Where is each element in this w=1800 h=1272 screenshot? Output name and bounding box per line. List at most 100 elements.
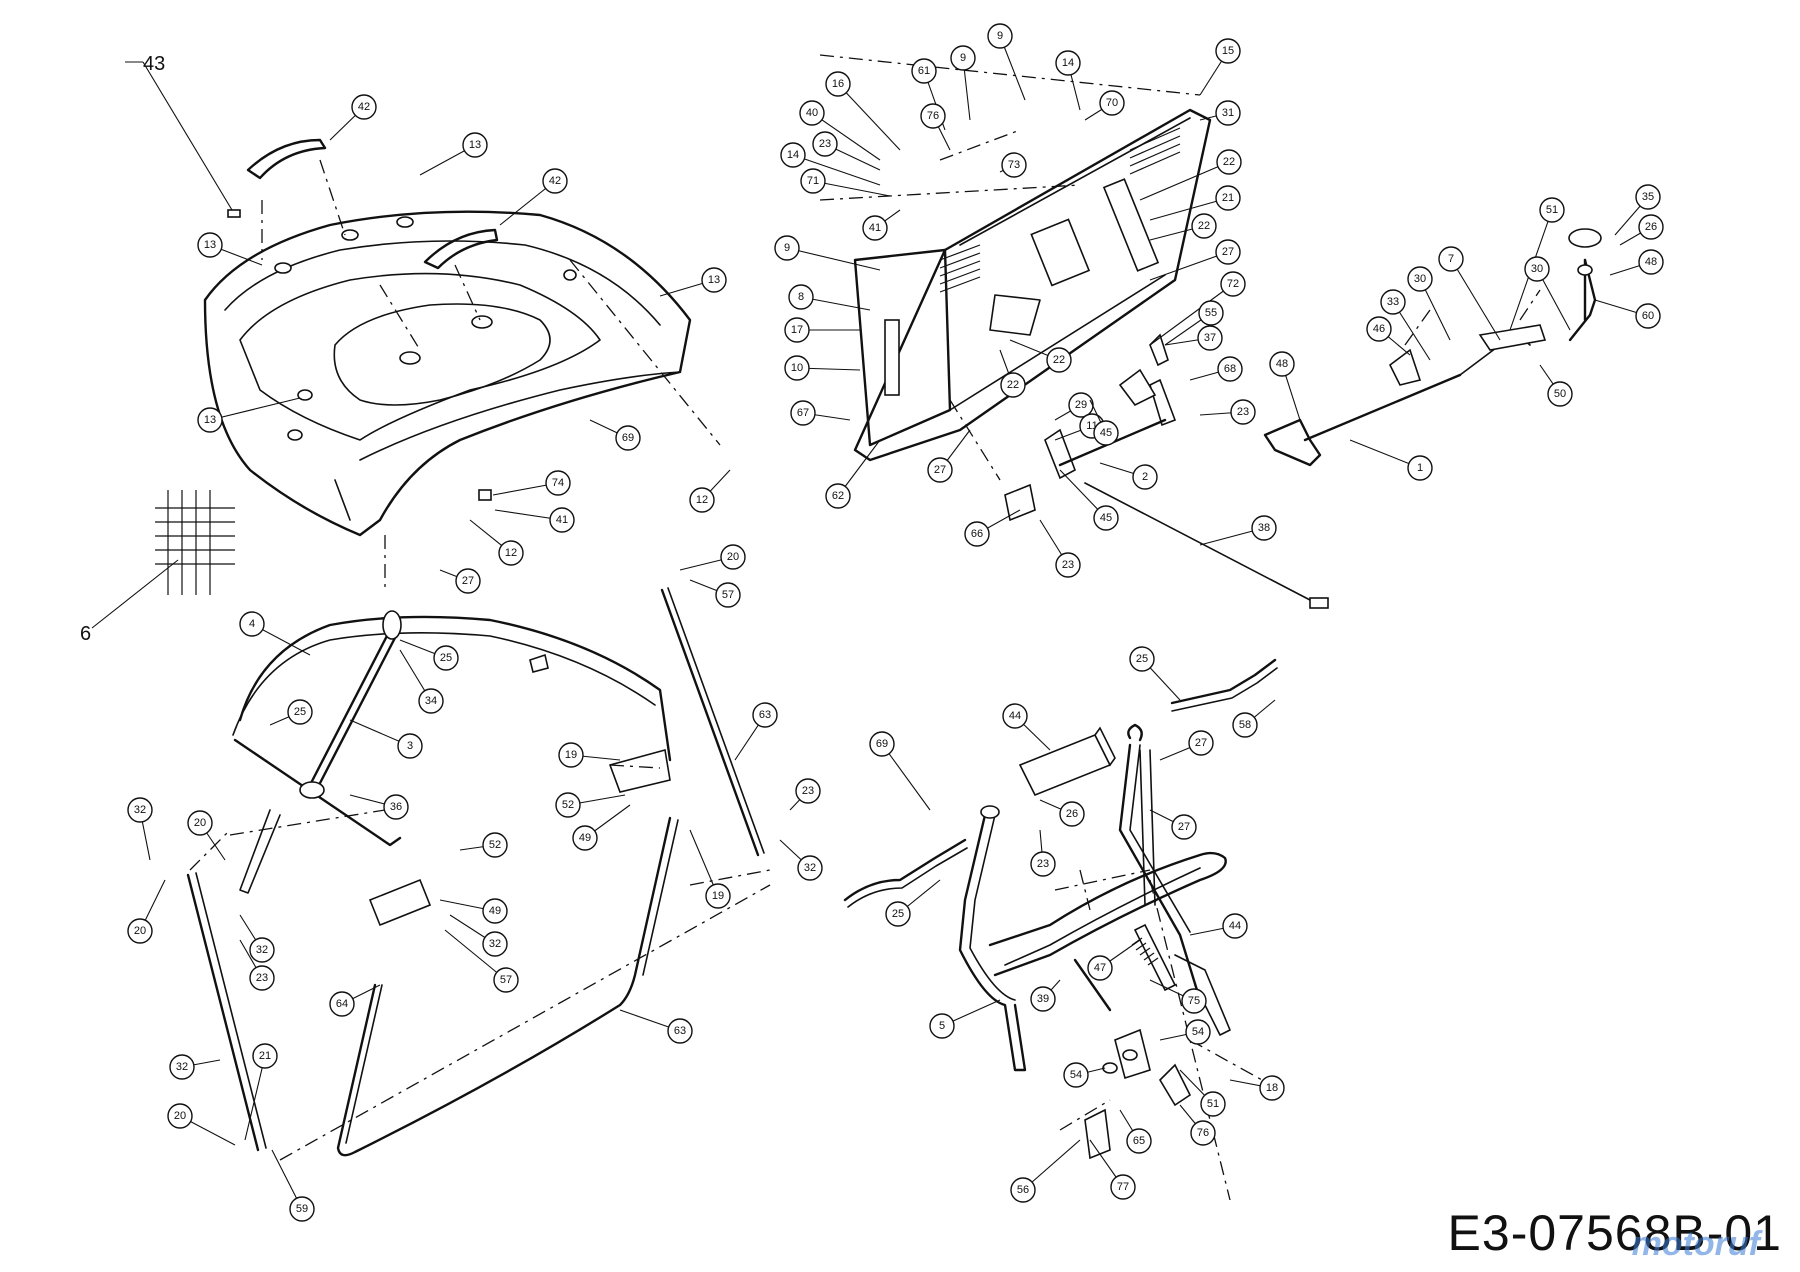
callout-circle xyxy=(383,794,409,820)
callout-circle xyxy=(862,215,888,241)
callout-circle xyxy=(1215,100,1241,126)
callout-number: 32 xyxy=(256,944,268,956)
callout-circle xyxy=(774,235,800,261)
callout-circle xyxy=(287,699,313,725)
callout-number: 15 xyxy=(1222,45,1234,57)
callout-circle xyxy=(289,1196,315,1222)
callout-circle xyxy=(1269,351,1295,377)
callout-number: 22 xyxy=(1007,379,1019,391)
callout-35: 35 xyxy=(1614,184,1661,236)
callout-circle xyxy=(797,855,823,881)
callout-number: 55 xyxy=(1205,307,1217,319)
callout-number: 26 xyxy=(1066,808,1078,820)
callout-32: 32 xyxy=(169,1054,221,1080)
callout-number: 73 xyxy=(1008,159,1020,171)
callout-number: 1 xyxy=(1417,462,1423,474)
callout-number: 49 xyxy=(579,832,591,844)
callout-circle xyxy=(825,71,851,97)
callout-circle xyxy=(1198,300,1224,326)
callout-57: 57 xyxy=(689,579,741,608)
callout-circle xyxy=(1215,185,1241,211)
callout-7: 7 xyxy=(1438,246,1501,341)
callout-13: 13 xyxy=(197,397,301,433)
callout-number: 51 xyxy=(1207,1098,1219,1110)
callout-circle xyxy=(950,45,976,71)
callout-67: 67 xyxy=(790,400,851,426)
callout-number: 52 xyxy=(562,799,574,811)
callout-number: 25 xyxy=(1136,653,1148,665)
callout-circle xyxy=(249,965,275,991)
callout-number: 9 xyxy=(784,242,790,254)
callout-number: 31 xyxy=(1222,107,1234,119)
callout-23: 23 xyxy=(812,131,881,171)
callout-circle xyxy=(1129,646,1155,672)
callout-38: 38 xyxy=(1199,515,1277,546)
callout-27: 27 xyxy=(1159,730,1214,761)
callout-69: 69 xyxy=(589,419,641,451)
callout-number: 47 xyxy=(1094,962,1106,974)
callout-number: 39 xyxy=(1037,993,1049,1005)
callout-number: 25 xyxy=(294,706,306,718)
callout-number: 30 xyxy=(1531,263,1543,275)
callout-41: 41 xyxy=(494,507,575,533)
callout-circle xyxy=(462,132,488,158)
callout-circle xyxy=(1635,184,1661,210)
callout-13: 13 xyxy=(419,132,488,176)
callout-number: 32 xyxy=(804,862,816,874)
callout-circle xyxy=(927,457,953,483)
callout-13: 13 xyxy=(197,232,263,266)
callout-number: 7 xyxy=(1448,253,1454,265)
callout-circle xyxy=(1232,712,1258,738)
callout-number: 32 xyxy=(134,804,146,816)
callout-number: 58 xyxy=(1239,719,1251,731)
callout-circle xyxy=(1171,814,1197,840)
callout-number: 48 xyxy=(1276,358,1288,370)
callout-69: 69 xyxy=(869,731,931,811)
callout-circle xyxy=(1087,955,1113,981)
callout-23: 23 xyxy=(1030,829,1056,877)
callout-26: 26 xyxy=(1039,799,1085,827)
callout-number: 66 xyxy=(971,528,983,540)
callout-number: 40 xyxy=(806,107,818,119)
callout-number: 33 xyxy=(1387,296,1399,308)
callout-number: 20 xyxy=(727,551,739,563)
callout-circle xyxy=(1547,381,1573,407)
callout-leader xyxy=(244,1055,266,1141)
callout-64: 64 xyxy=(329,984,381,1017)
callout-number: 20 xyxy=(134,925,146,937)
callout-33: 33 xyxy=(1380,289,1431,361)
callout-22: 22 xyxy=(999,349,1026,398)
callout-number: 41 xyxy=(869,222,881,234)
callout-circle xyxy=(482,931,508,957)
callout-leader xyxy=(837,83,901,151)
callout-circle xyxy=(1259,1075,1285,1101)
callout-number: 13 xyxy=(469,139,481,151)
callout-number: 2 xyxy=(1142,471,1148,483)
callout-42: 42 xyxy=(329,94,377,141)
callout-circle xyxy=(1010,1177,1036,1203)
callout-leader xyxy=(881,743,931,811)
callout-58: 58 xyxy=(1232,699,1276,738)
callout-30: 30 xyxy=(1524,256,1571,331)
callout-circle xyxy=(1215,239,1241,265)
callout-circle xyxy=(239,611,265,637)
callout-10: 10 xyxy=(784,355,861,381)
callout-circle xyxy=(187,810,213,836)
callout-number: 49 xyxy=(489,905,501,917)
callout-17: 17 xyxy=(784,317,860,343)
pedal-rod-assembly xyxy=(1263,228,1602,467)
callout-circle xyxy=(780,142,806,168)
callout-4: 4 xyxy=(239,611,311,656)
callout-circle xyxy=(701,267,727,293)
callout-number: 14 xyxy=(1062,57,1074,69)
callout-27: 27 xyxy=(1149,809,1197,840)
callout-number: 27 xyxy=(934,464,946,476)
callout-number: 11 xyxy=(1086,420,1097,432)
callout-circle xyxy=(799,100,825,126)
callout-65: 65 xyxy=(1119,1109,1152,1154)
callout-number: 12 xyxy=(505,547,517,559)
callout-circle xyxy=(249,937,275,963)
callout-circle xyxy=(1046,347,1072,373)
callout-44: 44 xyxy=(1189,913,1248,939)
